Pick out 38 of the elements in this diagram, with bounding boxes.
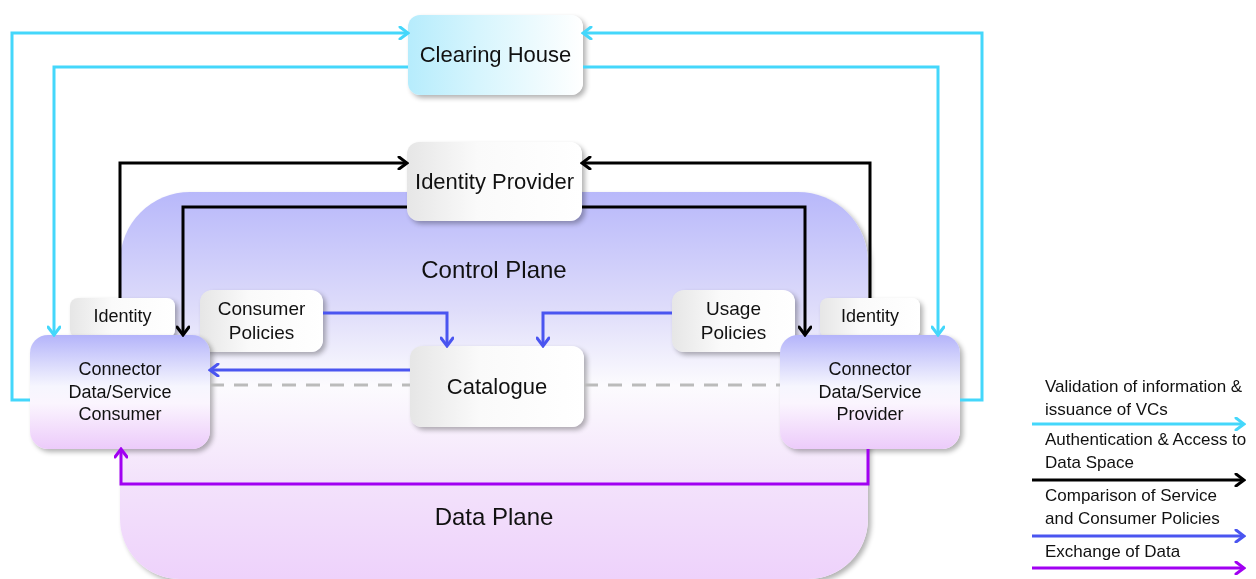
arrow bbox=[583, 65, 946, 337]
process-box bbox=[408, 15, 583, 95]
connector-box bbox=[30, 335, 210, 449]
arrow bbox=[113, 447, 870, 486]
node-label: Clearing House bbox=[419, 41, 572, 69]
node-label: Connector Data/Service Consumer bbox=[67, 358, 173, 426]
policy-box bbox=[200, 290, 323, 352]
arrow bbox=[581, 25, 984, 402]
legend-label: Comparison of Service and Consumer Policies bbox=[1045, 485, 1221, 530]
legend-label: Exchange of Data bbox=[1045, 541, 1182, 563]
region-label: Data Plane bbox=[434, 502, 554, 532]
dashed-line bbox=[210, 383, 410, 387]
legend-label: Validation of information & issuance of VCs bbox=[1045, 376, 1244, 421]
arrow bbox=[580, 155, 872, 298]
node-label: Identity bbox=[840, 304, 899, 328]
arrow bbox=[118, 155, 409, 298]
node-label: Connector Data/Service Provider bbox=[817, 358, 923, 426]
legend-label: Authentication & Access to Data Space bbox=[1045, 429, 1248, 474]
policy-box bbox=[672, 290, 795, 352]
process-box bbox=[410, 346, 584, 427]
arrow bbox=[46, 65, 408, 337]
connector-box bbox=[780, 335, 960, 449]
arrow bbox=[535, 311, 672, 348]
label-tab bbox=[820, 298, 920, 338]
dashed-line bbox=[584, 383, 780, 387]
node-label: Identity bbox=[93, 304, 152, 328]
label-tab bbox=[70, 298, 175, 338]
node-label: Consumer Policies bbox=[216, 297, 307, 345]
node-label: Identity Provider bbox=[415, 167, 574, 196]
arrow bbox=[582, 205, 813, 337]
arrow bbox=[208, 362, 410, 378]
node-label: Usage Policies bbox=[699, 297, 768, 345]
region-label: Control Plane bbox=[421, 255, 567, 285]
arrow bbox=[10, 25, 410, 402]
arrow bbox=[323, 311, 455, 348]
arrow bbox=[175, 205, 407, 337]
node-label: Catalogue bbox=[446, 372, 548, 401]
process-box bbox=[407, 142, 582, 221]
